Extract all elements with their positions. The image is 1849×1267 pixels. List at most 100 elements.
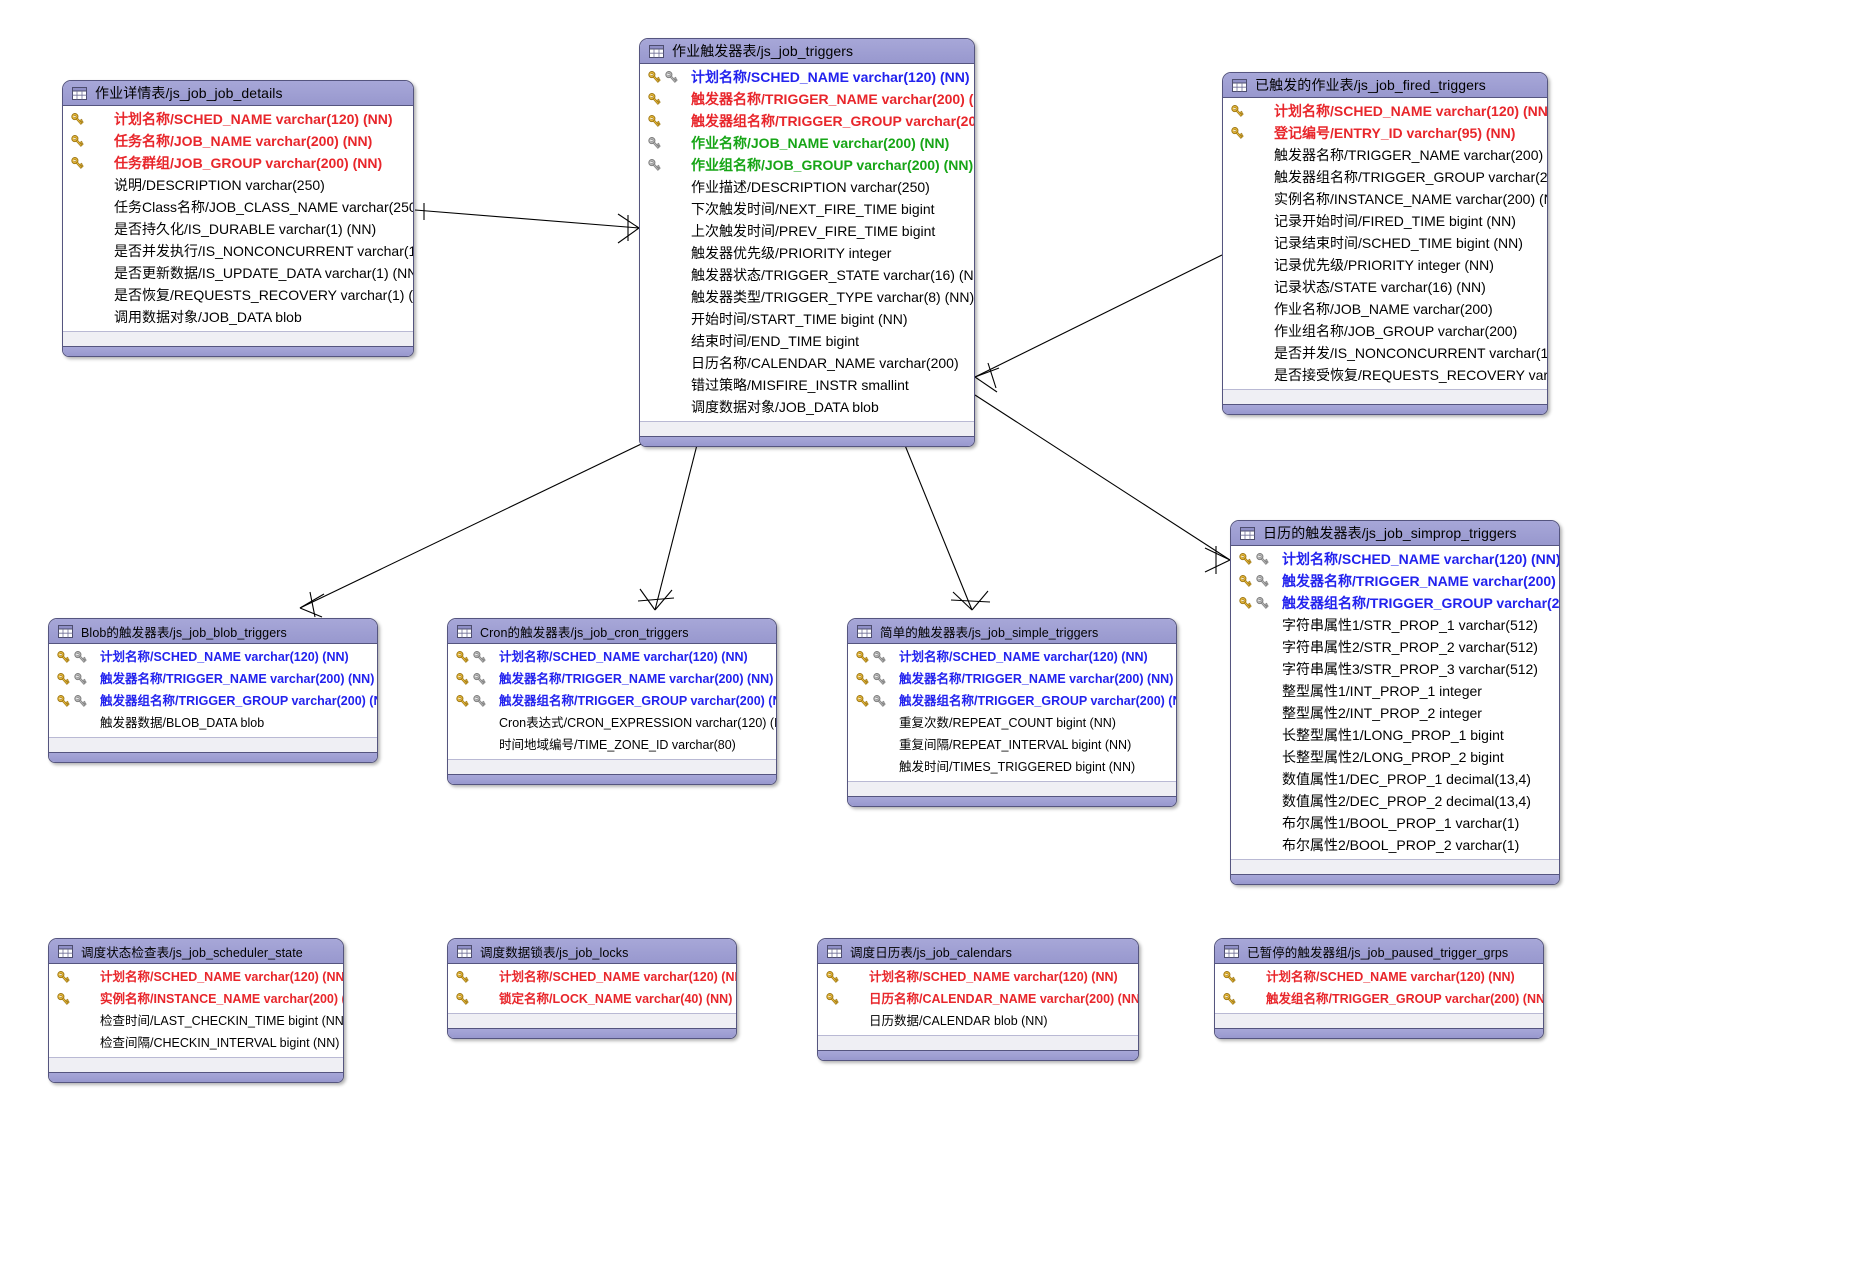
- entity-header-paused_trigger_grps[interactable]: 已暂停的触发器组/js_job_paused_trigger_grps: [1215, 939, 1543, 964]
- attribute-row[interactable]: 触发器组名称/TRIGGER_GROUP varchar(200) (NN): [1223, 166, 1547, 188]
- attribute-row[interactable]: 错过策略/MISFIRE_INSTR smallint: [640, 374, 974, 396]
- attribute-row[interactable]: 作业组名称/JOB_GROUP varchar(200) (NN): [640, 154, 974, 176]
- entity-header-fired_triggers[interactable]: 已触发的作业表/js_job_fired_triggers: [1223, 73, 1547, 98]
- attribute-row[interactable]: 字符串属性3/STR_PROP_3 varchar(512): [1231, 658, 1559, 680]
- attribute-row[interactable]: 是否更新数据/IS_UPDATE_DATA varchar(1) (NN): [63, 262, 413, 284]
- attribute-row[interactable]: 是否并发/IS_NONCONCURRENT varchar(1): [1223, 342, 1547, 364]
- attribute-row[interactable]: 日历名称/CALENDAR_NAME varchar(200) (NN): [818, 988, 1138, 1010]
- attribute-row[interactable]: 作业名称/JOB_NAME varchar(200) (NN): [640, 132, 974, 154]
- entity-header-simple_triggers[interactable]: 简单的触发器表/js_job_simple_triggers: [848, 619, 1176, 644]
- attribute-row[interactable]: 布尔属性2/BOOL_PROP_2 varchar(1): [1231, 834, 1559, 856]
- attribute-row[interactable]: 作业描述/DESCRIPTION varchar(250): [640, 176, 974, 198]
- entity-header-simprop_triggers[interactable]: 日历的触发器表/js_job_simprop_triggers: [1231, 521, 1559, 546]
- attribute-row[interactable]: 计划名称/SCHED_NAME varchar(120) (NN): [448, 966, 736, 988]
- attribute-row[interactable]: 任务群组/JOB_GROUP varchar(200) (NN): [63, 152, 413, 174]
- attribute-row[interactable]: 是否并发执行/IS_NONCONCURRENT varchar(1) (NN): [63, 240, 413, 262]
- entity-header-job_triggers[interactable]: 作业触发器表/js_job_triggers: [640, 39, 974, 64]
- attribute-row[interactable]: 作业名称/JOB_NAME varchar(200): [1223, 298, 1547, 320]
- attribute-row[interactable]: 计划名称/SCHED_NAME varchar(120) (NN): [848, 646, 1176, 668]
- attribute-row[interactable]: 触发器名称/TRIGGER_NAME varchar(200) (NN): [1223, 144, 1547, 166]
- entity-header-job_details[interactable]: 作业详情表/js_job_job_details: [63, 81, 413, 106]
- entity-header-calendars[interactable]: 调度日历表/js_job_calendars: [818, 939, 1138, 964]
- attribute-row[interactable]: 触发器名称/TRIGGER_NAME varchar(200) (NN): [49, 668, 377, 690]
- attribute-row[interactable]: 登记编号/ENTRY_ID varchar(95) (NN): [1223, 122, 1547, 144]
- attribute-row[interactable]: 计划名称/SCHED_NAME varchar(120) (NN): [63, 108, 413, 130]
- attribute-row[interactable]: 触发器组名称/TRIGGER_GROUP varchar(200) (NN): [448, 690, 776, 712]
- attribute-row[interactable]: 调度数据对象/JOB_DATA blob: [640, 396, 974, 418]
- attribute-row[interactable]: 布尔属性1/BOOL_PROP_1 varchar(1): [1231, 812, 1559, 834]
- attribute-row[interactable]: 检查时间/LAST_CHECKIN_TIME bigint (NN): [49, 1010, 343, 1032]
- attribute-row[interactable]: 触发组名称/TRIGGER_GROUP varchar(200) (NN): [1215, 988, 1543, 1010]
- attribute-row[interactable]: 触发器名称/TRIGGER_NAME varchar(200) (NN): [640, 88, 974, 110]
- attribute-row[interactable]: 实例名称/INSTANCE_NAME varchar(200) (NN): [49, 988, 343, 1010]
- attribute-row[interactable]: Cron表达式/CRON_EXPRESSION varchar(120) (NN…: [448, 712, 776, 734]
- attribute-row[interactable]: 是否恢复/REQUESTS_RECOVERY varchar(1) (NN): [63, 284, 413, 306]
- attribute-row[interactable]: 计划名称/SCHED_NAME varchar(120) (NN): [1231, 548, 1559, 570]
- attribute-row[interactable]: 整型属性2/INT_PROP_2 integer: [1231, 702, 1559, 724]
- attribute-row[interactable]: 记录优先级/PRIORITY integer (NN): [1223, 254, 1547, 276]
- attribute-row[interactable]: 记录状态/STATE varchar(16) (NN): [1223, 276, 1547, 298]
- attribute-row[interactable]: 触发器组名称/TRIGGER_GROUP varchar(200) (NN): [640, 110, 974, 132]
- entity-header-blob_triggers[interactable]: Blob的触发器表/js_job_blob_triggers: [49, 619, 377, 644]
- attribute-row[interactable]: 计划名称/SCHED_NAME varchar(120) (NN): [640, 66, 974, 88]
- attribute-row[interactable]: 日历名称/CALENDAR_NAME varchar(200): [640, 352, 974, 374]
- attribute-row[interactable]: 触发器状态/TRIGGER_STATE varchar(16) (NN): [640, 264, 974, 286]
- attribute-row[interactable]: 是否接受恢复/REQUESTS_RECOVERY varchar(1): [1223, 364, 1547, 386]
- attribute-row[interactable]: 结束时间/END_TIME bigint: [640, 330, 974, 352]
- attribute-row[interactable]: 计划名称/SCHED_NAME varchar(120) (NN): [818, 966, 1138, 988]
- attribute-row[interactable]: 触发器类型/TRIGGER_TYPE varchar(8) (NN): [640, 286, 974, 308]
- attribute-row[interactable]: 触发器优先级/PRIORITY integer: [640, 242, 974, 264]
- entity-header-cron_triggers[interactable]: Cron的触发器表/js_job_cron_triggers: [448, 619, 776, 644]
- attribute-row[interactable]: 触发器组名称/TRIGGER_GROUP varchar(200) (NN): [49, 690, 377, 712]
- attribute-row[interactable]: 任务名称/JOB_NAME varchar(200) (NN): [63, 130, 413, 152]
- attribute-row[interactable]: 记录结束时间/SCHED_TIME bigint (NN): [1223, 232, 1547, 254]
- attribute-row[interactable]: 触发器组名称/TRIGGER_GROUP varchar(200) (NN): [848, 690, 1176, 712]
- attribute-row[interactable]: 长整型属性2/LONG_PROP_2 bigint: [1231, 746, 1559, 768]
- attribute-row[interactable]: 触发器数据/BLOB_DATA blob: [49, 712, 377, 734]
- attribute-row[interactable]: 触发器名称/TRIGGER_NAME varchar(200) (NN): [448, 668, 776, 690]
- attribute-row[interactable]: 整型属性1/INT_PROP_1 integer: [1231, 680, 1559, 702]
- attribute-row[interactable]: 数值属性1/DEC_PROP_1 decimal(13,4): [1231, 768, 1559, 790]
- entity-header-scheduler_state[interactable]: 调度状态检查表/js_job_scheduler_state: [49, 939, 343, 964]
- attribute-row[interactable]: 长整型属性1/LONG_PROP_1 bigint: [1231, 724, 1559, 746]
- attribute-row[interactable]: 作业组名称/JOB_GROUP varchar(200): [1223, 320, 1547, 342]
- attribute-row[interactable]: 实例名称/INSTANCE_NAME varchar(200) (NN): [1223, 188, 1547, 210]
- attribute-row[interactable]: 数值属性2/DEC_PROP_2 decimal(13,4): [1231, 790, 1559, 812]
- attribute-row[interactable]: 计划名称/SCHED_NAME varchar(120) (NN): [1223, 100, 1547, 122]
- attribute-row[interactable]: 开始时间/START_TIME bigint (NN): [640, 308, 974, 330]
- attribute-row[interactable]: 上次触发时间/PREV_FIRE_TIME bigint: [640, 220, 974, 242]
- attribute-row[interactable]: 下次触发时间/NEXT_FIRE_TIME bigint: [640, 198, 974, 220]
- attribute-row[interactable]: 检查间隔/CHECKIN_INTERVAL bigint (NN): [49, 1032, 343, 1054]
- attribute-row[interactable]: 计划名称/SCHED_NAME varchar(120) (NN): [1215, 966, 1543, 988]
- attribute-row[interactable]: 字符串属性1/STR_PROP_1 varchar(512): [1231, 614, 1559, 636]
- entity-header-locks[interactable]: 调度数据锁表/js_job_locks: [448, 939, 736, 964]
- attribute-row[interactable]: 调用数据对象/JOB_DATA blob: [63, 306, 413, 328]
- attribute-row[interactable]: 计划名称/SCHED_NAME varchar(120) (NN): [49, 966, 343, 988]
- attribute-row[interactable]: 日历数据/CALENDAR blob (NN): [818, 1010, 1138, 1032]
- attribute-row[interactable]: 计划名称/SCHED_NAME varchar(120) (NN): [49, 646, 377, 668]
- attribute-row[interactable]: 触发器组名称/TRIGGER_GROUP varchar(200) (NN): [1231, 592, 1559, 614]
- attribute-row[interactable]: 重复间隔/REPEAT_INTERVAL bigint (NN): [848, 734, 1176, 756]
- attribute-row[interactable]: 锁定名称/LOCK_NAME varchar(40) (NN): [448, 988, 736, 1010]
- attribute-row[interactable]: 重复次数/REPEAT_COUNT bigint (NN): [848, 712, 1176, 734]
- attribute-row[interactable]: 触发器名称/TRIGGER_NAME varchar(200) (NN): [1231, 570, 1559, 592]
- attribute-row[interactable]: 触发器名称/TRIGGER_NAME varchar(200) (NN): [848, 668, 1176, 690]
- attribute-row[interactable]: 任务Class名称/JOB_CLASS_NAME varchar(250) (N…: [63, 196, 413, 218]
- attribute-row[interactable]: 计划名称/SCHED_NAME varchar(120) (NN): [448, 646, 776, 668]
- attribute-row[interactable]: 触发时间/TIMES_TRIGGERED bigint (NN): [848, 756, 1176, 778]
- attribute-row[interactable]: 字符串属性2/STR_PROP_2 varchar(512): [1231, 636, 1559, 658]
- attribute-row[interactable]: 说明/DESCRIPTION varchar(250): [63, 174, 413, 196]
- attribute-row[interactable]: 是否持久化/IS_DURABLE varchar(1) (NN): [63, 218, 413, 240]
- attribute-row[interactable]: 时间地域编号/TIME_ZONE_ID varchar(80): [448, 734, 776, 756]
